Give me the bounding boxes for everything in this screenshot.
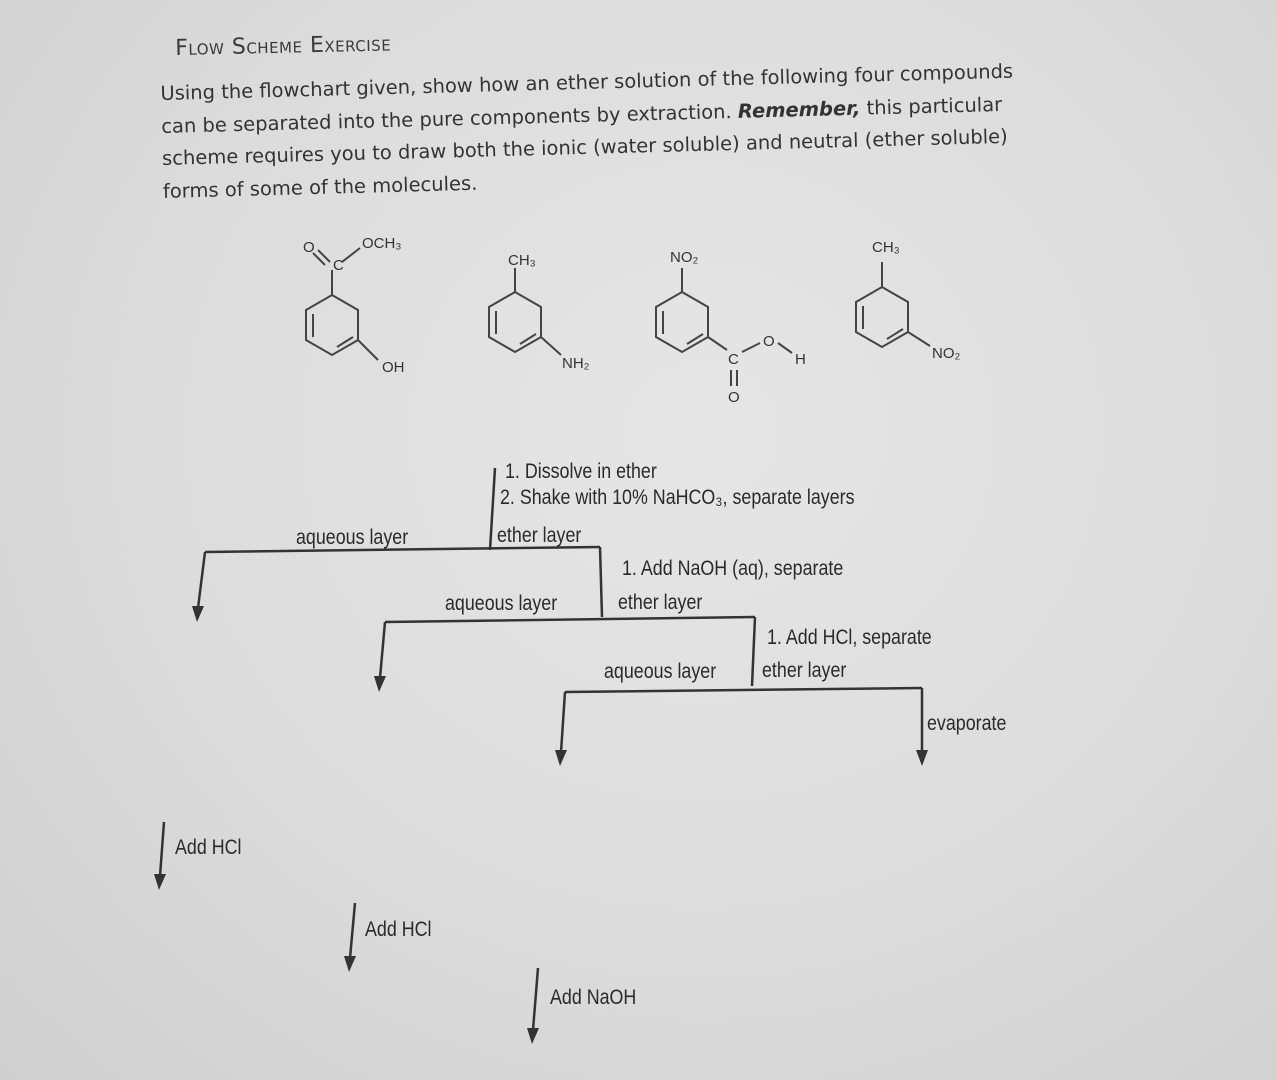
add-naoh-label: Add NaOH (550, 986, 637, 1009)
split2-left-stem (378, 621, 387, 679)
compound-3-nitro: NO₂ (670, 249, 699, 266)
compound-1-hydroxyl: OH (382, 359, 405, 376)
split2-ether-label: ether layer (618, 591, 703, 614)
compound-3-acid-hydrogen: H (795, 351, 806, 368)
compound-nitrobenzoic-acid: NO₂ C O H O (655, 249, 806, 406)
add-hcl-label-2: Add HCl (365, 918, 432, 941)
add1-stem (158, 821, 166, 877)
evaporate-label: evaporate (927, 712, 1007, 735)
main-stem-line (488, 467, 497, 551)
arrow-down-icon (555, 750, 567, 766)
compound-3-acid-carbon: C (728, 351, 739, 368)
add-hcl-label-1: Add HCl (175, 836, 242, 859)
step3-add-hcl: 1. Add HCl, separate (767, 626, 932, 649)
step2-add-naoh: 1. Add NaOH (aq), separate (622, 557, 844, 580)
compound-1-carbonyl-o: O (303, 239, 315, 256)
compound-1-methoxy: OCH₃ (362, 235, 401, 252)
arrow-down-icon (154, 874, 166, 890)
arrow-down-icon (374, 676, 386, 692)
arrow-down-icon (192, 606, 204, 622)
compound-2-methyl: CH₃ (508, 252, 536, 269)
compound-3-acid-oxygen: O (763, 333, 775, 350)
compound-3-carbonyl-oxygen: O (728, 389, 740, 406)
compound-methyl-hydroxybenzoate: O C OCH₃ OH (303, 235, 405, 376)
split3-bar (564, 686, 923, 694)
compound-4-methyl: CH₃ (872, 239, 900, 256)
add2-stem (348, 902, 357, 959)
arrow-down-icon (916, 750, 928, 766)
split1-ether-label: ether layer (497, 524, 582, 547)
split2-bar (384, 615, 756, 624)
compound-2-amine: NH₂ (562, 355, 590, 372)
split1-left-stem (196, 551, 207, 609)
compound-nitrotoluene: CH₃ NO₂ (855, 239, 961, 362)
split1-aqueous-label: aqueous layer (296, 526, 409, 549)
split1-right-stem (598, 546, 604, 618)
step1-shake: 2. Shake with 10% NaHCO₃, separate layer… (500, 486, 855, 509)
split1-bar (204, 545, 601, 554)
arrow-down-icon (527, 1028, 539, 1044)
split2-right-stem (750, 616, 757, 687)
arrow-down-icon (344, 956, 356, 972)
split3-ether-label: ether layer (762, 659, 847, 682)
split3-aqueous-label: aqueous layer (604, 660, 717, 683)
compound-4-nitro: NO₂ (932, 345, 961, 362)
split2-aqueous-label: aqueous layer (445, 592, 558, 615)
compound-1-carbonyl-c: C (333, 257, 344, 274)
step1-dissolve: 1. Dissolve in ether (505, 460, 657, 483)
compound-methylaniline: CH₃ NH₂ (488, 252, 590, 372)
add3-stem (531, 967, 540, 1031)
split3-left-stem (559, 691, 567, 753)
